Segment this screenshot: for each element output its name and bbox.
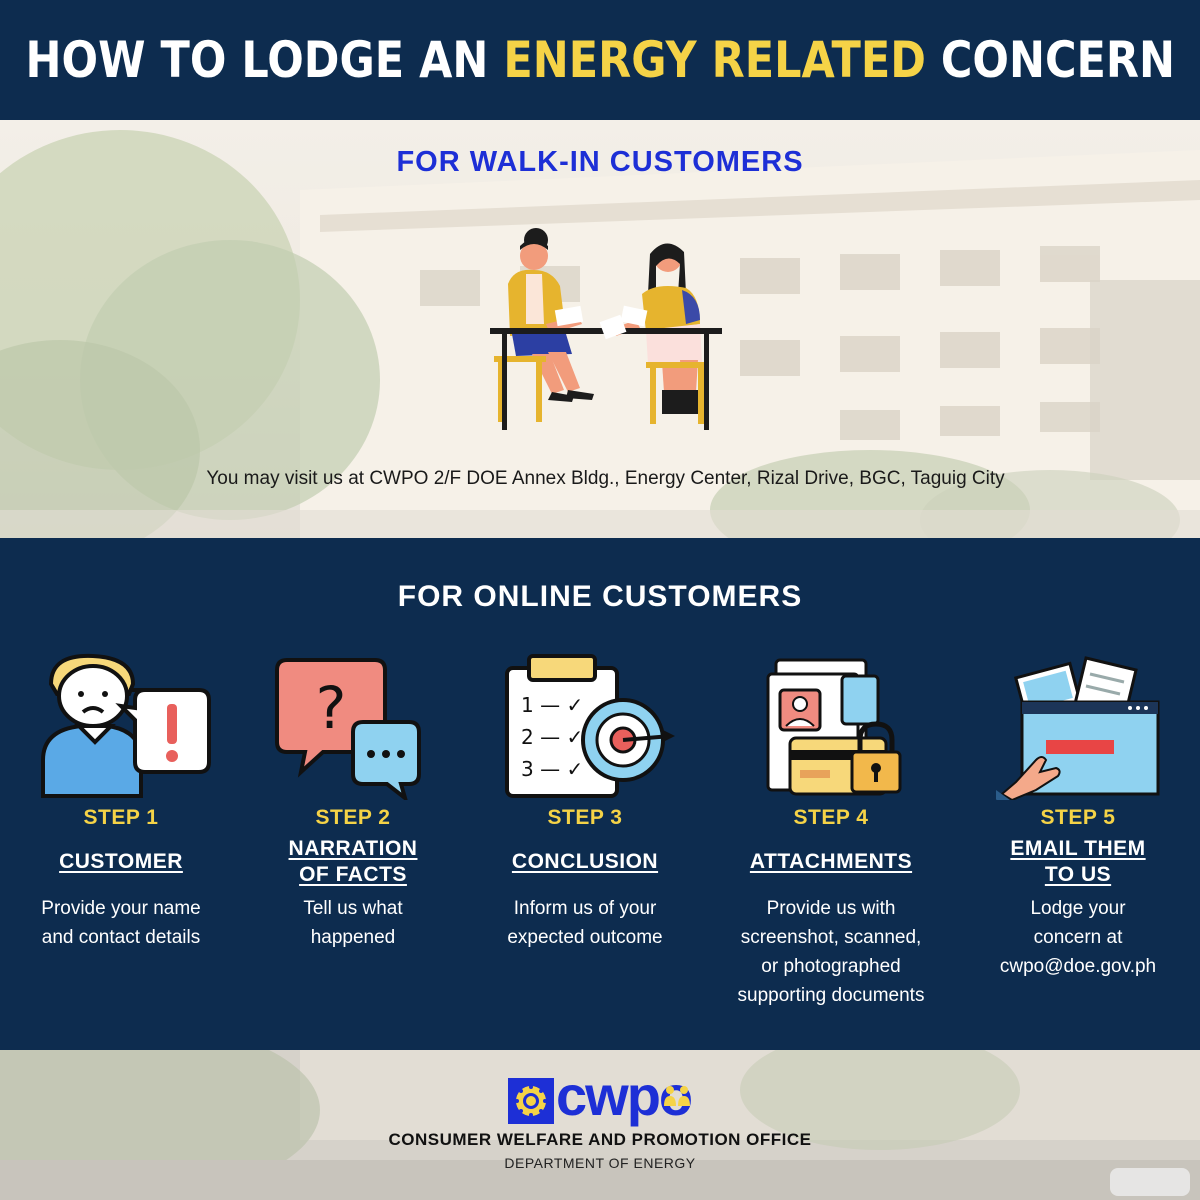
title-part-1: HOW TO LODGE AN [25,31,504,89]
street-background [0,1050,1200,1200]
people-icon [664,1086,690,1106]
office-name: CONSUMER WELFARE AND PROMOTION OFFICE [388,1130,812,1149]
online-title: FOR ONLINE CUSTOMERS [397,580,803,613]
documents-lock-icon [766,658,902,796]
doe-sun-logo-icon [508,1078,554,1124]
step-4-name: ATTACHMENTS [749,850,913,873]
walk-in-title: FOR WALK-IN CUSTOMERS [396,146,804,178]
speech-bubbles-question-icon: ? [275,658,421,800]
checklist-target-icon: 1 — ✓ 2 — ✓ 3 — ✓ [505,654,675,798]
online-section: FOR ONLINE CUSTOMERS ? 1 — ✓ 2 — ✓ 3 — ✓ [0,538,1200,1050]
step-4-label: STEP 4 [793,806,869,829]
step-2-label: STEP 2 [315,806,391,829]
svg-text:2 — ✓: 2 — ✓ [521,725,583,749]
svg-text:3 — ✓: 3 — ✓ [521,757,583,781]
page-title: HOW TO LODGE AN ENERGY RELATED CONCERN [25,31,1174,89]
footer: cwpo CONSUMER WELFARE AND PROMOTION OFFI… [0,1050,1200,1200]
step-3-label: STEP 3 [547,806,623,829]
step-1-name: CUSTOMER [59,850,183,873]
header-banner: HOW TO LODGE AN ENERGY RELATED CONCERN [0,0,1200,120]
cwpo-logo-text: cwpo [556,1064,693,1127]
two-women-at-desk-illustration [490,228,722,430]
walk-in-section: FOR WALK-IN CUSTOMERS [0,120,1200,538]
step-5-label: STEP 5 [1040,806,1116,829]
step-3-name: CONCLUSION [511,850,659,873]
department-name: DEPARTMENT OF ENERGY [504,1155,696,1171]
step-1-label: STEP 1 [83,806,159,829]
title-highlight: ENERGY RELATED [503,31,926,89]
svg-text:1 — ✓: 1 — ✓ [521,693,583,717]
svg-text:?: ? [316,674,347,742]
worried-person-icon [41,653,211,798]
walk-in-address: You may visit us at CWPO 2/F DOE Annex B… [206,468,1005,489]
title-part-2: CONCERN [925,31,1175,89]
browser-upload-icon [996,656,1160,800]
